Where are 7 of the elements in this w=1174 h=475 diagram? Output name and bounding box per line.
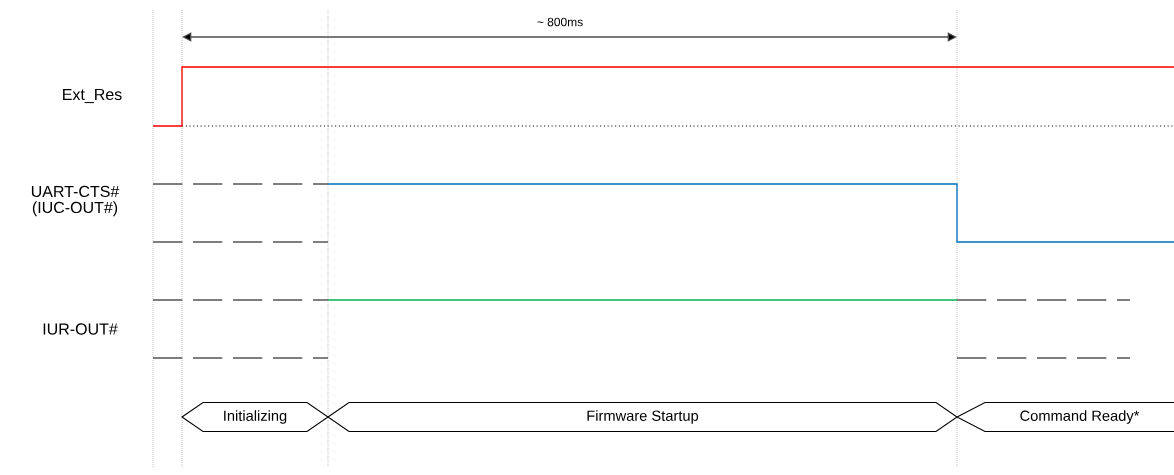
phase-band: Firmware Startup xyxy=(327,401,958,433)
signal-label: IUR-OUT# xyxy=(43,323,118,335)
signal-label: UART-CTS# (IUC-OUT#) xyxy=(31,185,120,217)
dimension-label: ~ 800ms xyxy=(537,17,583,27)
signal-label: Ext_Res xyxy=(63,88,122,104)
phase-band: Initializing xyxy=(181,401,329,433)
phase-band: Command Ready* xyxy=(955,401,1174,433)
